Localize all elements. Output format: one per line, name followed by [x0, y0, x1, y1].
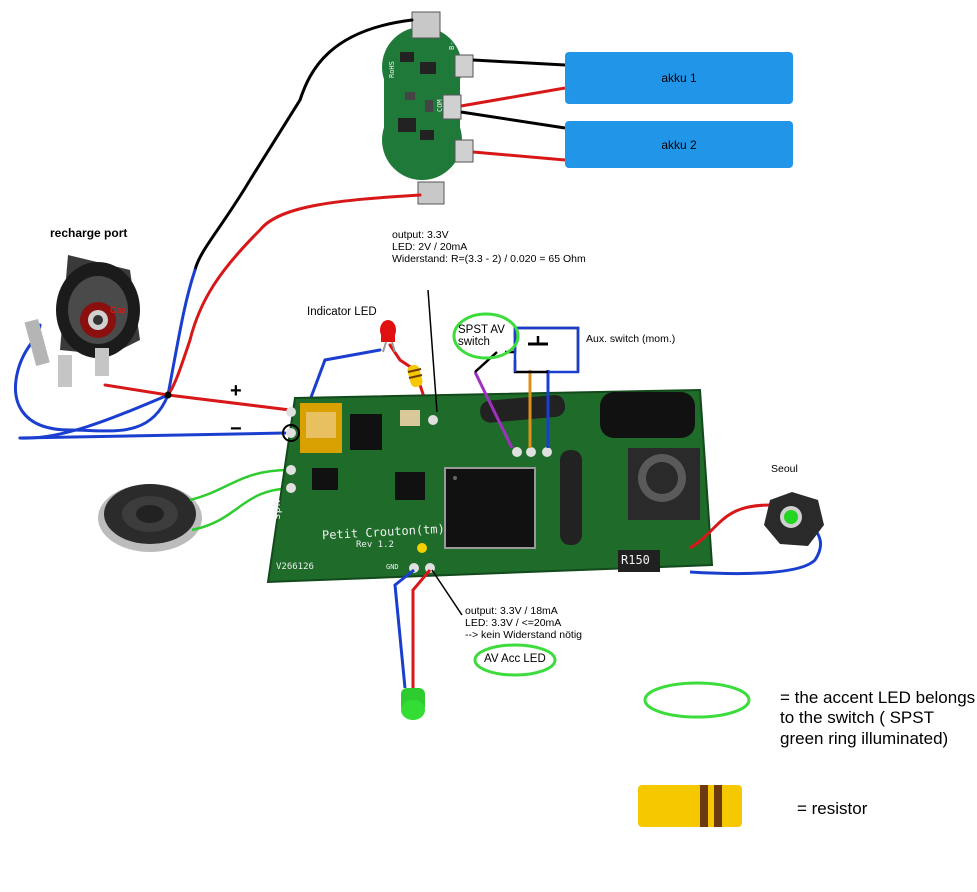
- pcb-spk-text: spk: [270, 500, 283, 520]
- plus-label: +: [230, 380, 242, 402]
- indicator-led-label: Indicator LED: [307, 306, 377, 318]
- av-acc-led-label: AV Acc LED: [484, 653, 546, 665]
- acc-note-line-1: output: 3.3V / 18mA: [465, 605, 558, 617]
- acc-note-leader: [431, 569, 463, 616]
- bms-b-minus-text: B-: [448, 41, 456, 50]
- legend-resistor-symbol: [638, 785, 742, 827]
- indicator-note: output: 3.3V LED: 2V / 20mA Widerstand: …: [392, 229, 586, 265]
- legend-resistor-text: = resistor: [797, 799, 868, 818]
- speaker-wires: [189, 468, 293, 532]
- speaker: [98, 484, 202, 552]
- seoul-wires: [689, 503, 823, 576]
- recharge-port-label: recharge port: [50, 226, 128, 240]
- main-wires: [14, 18, 437, 440]
- battery-akku-2-label: akku 2: [661, 137, 697, 152]
- legend-ring-text: = the accent LED belongs to the switch (…: [780, 688, 976, 748]
- inline-resistor: [407, 364, 423, 388]
- seoul-led-component: [764, 492, 824, 546]
- port-sub-label: Cas: [110, 305, 127, 315]
- aux-switch-box: [513, 326, 580, 374]
- indicator-note-line-2: LED: 2V / 20mA: [392, 241, 468, 254]
- pcb-gnd-text: GND: [386, 563, 399, 571]
- indicator-note-leader: [427, 289, 438, 413]
- minus-label: −: [230, 418, 242, 440]
- bms-com-text: COM: [436, 99, 444, 112]
- aux-switch-label: Aux. switch (mom.): [586, 333, 676, 345]
- battery-akku-1-label: akku 1: [661, 71, 697, 85]
- battery-akku-1: akku 1: [565, 52, 793, 104]
- acc-note-line-2: LED: 3.3V / <=20mA: [465, 617, 562, 630]
- indicator-led-component: [380, 320, 396, 353]
- pcb-r150-text: R150: [621, 553, 650, 567]
- green-rings: [452, 312, 751, 719]
- acc-led-component: [401, 688, 425, 720]
- bms-board: [382, 11, 474, 205]
- battery-akku-2: akku 2: [565, 121, 793, 168]
- acc-note-line-3: --> kein Widerstand nötig: [465, 629, 583, 642]
- bms-b-plus-text: B+: [448, 166, 456, 175]
- indicator-note-line-3: Widerstand: R=(3.3 - 2) / 0.020 = 65 Ohm: [392, 253, 586, 266]
- recharge-port-jack: [24, 255, 140, 387]
- pcb-rev-text: Rev 1.2: [356, 540, 394, 550]
- battery-wires: [460, 58, 566, 162]
- pcb-code-text: V266126: [276, 562, 314, 572]
- seoul-label: Seoul: [771, 463, 798, 475]
- acc-led-wires: [393, 568, 432, 689]
- spst-av-switch-label: SPST AV switch: [458, 324, 505, 349]
- indicator-note-line-1: output: 3.3V: [392, 229, 449, 241]
- bms-rohs-text: RoHS: [388, 61, 396, 78]
- main-pcb: [266, 388, 714, 584]
- switch-wires: [473, 370, 550, 449]
- acc-note: output: 3.3V / 18mA LED: 3.3V / <=20mA -…: [465, 605, 582, 641]
